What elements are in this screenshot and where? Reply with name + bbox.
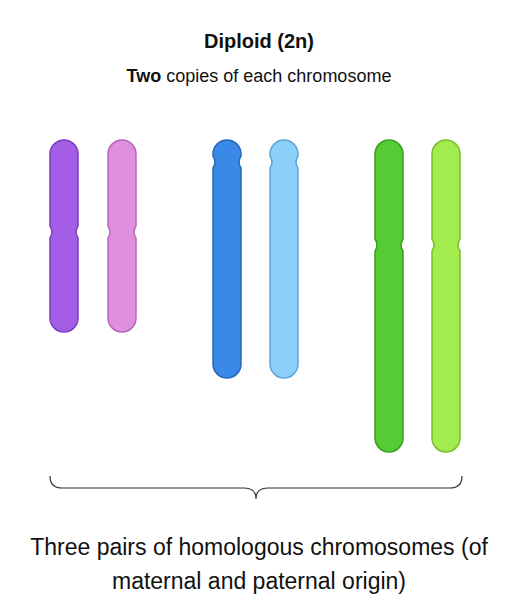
chromosome [375,140,403,452]
brace [50,476,462,499]
subtitle: Twocopies of each chromosome [0,66,518,87]
caption: Three pairs of homologous chromosomes (o… [24,530,494,598]
chromosome [108,140,136,332]
chromosome [432,140,460,452]
title: Diploid (2n) [0,30,518,53]
chromosome [50,140,78,332]
subtitle-label: copies of each chromosome [166,66,391,86]
chromosome [270,140,298,378]
emphasis-label: Two [127,66,162,86]
chromosome [213,140,241,378]
